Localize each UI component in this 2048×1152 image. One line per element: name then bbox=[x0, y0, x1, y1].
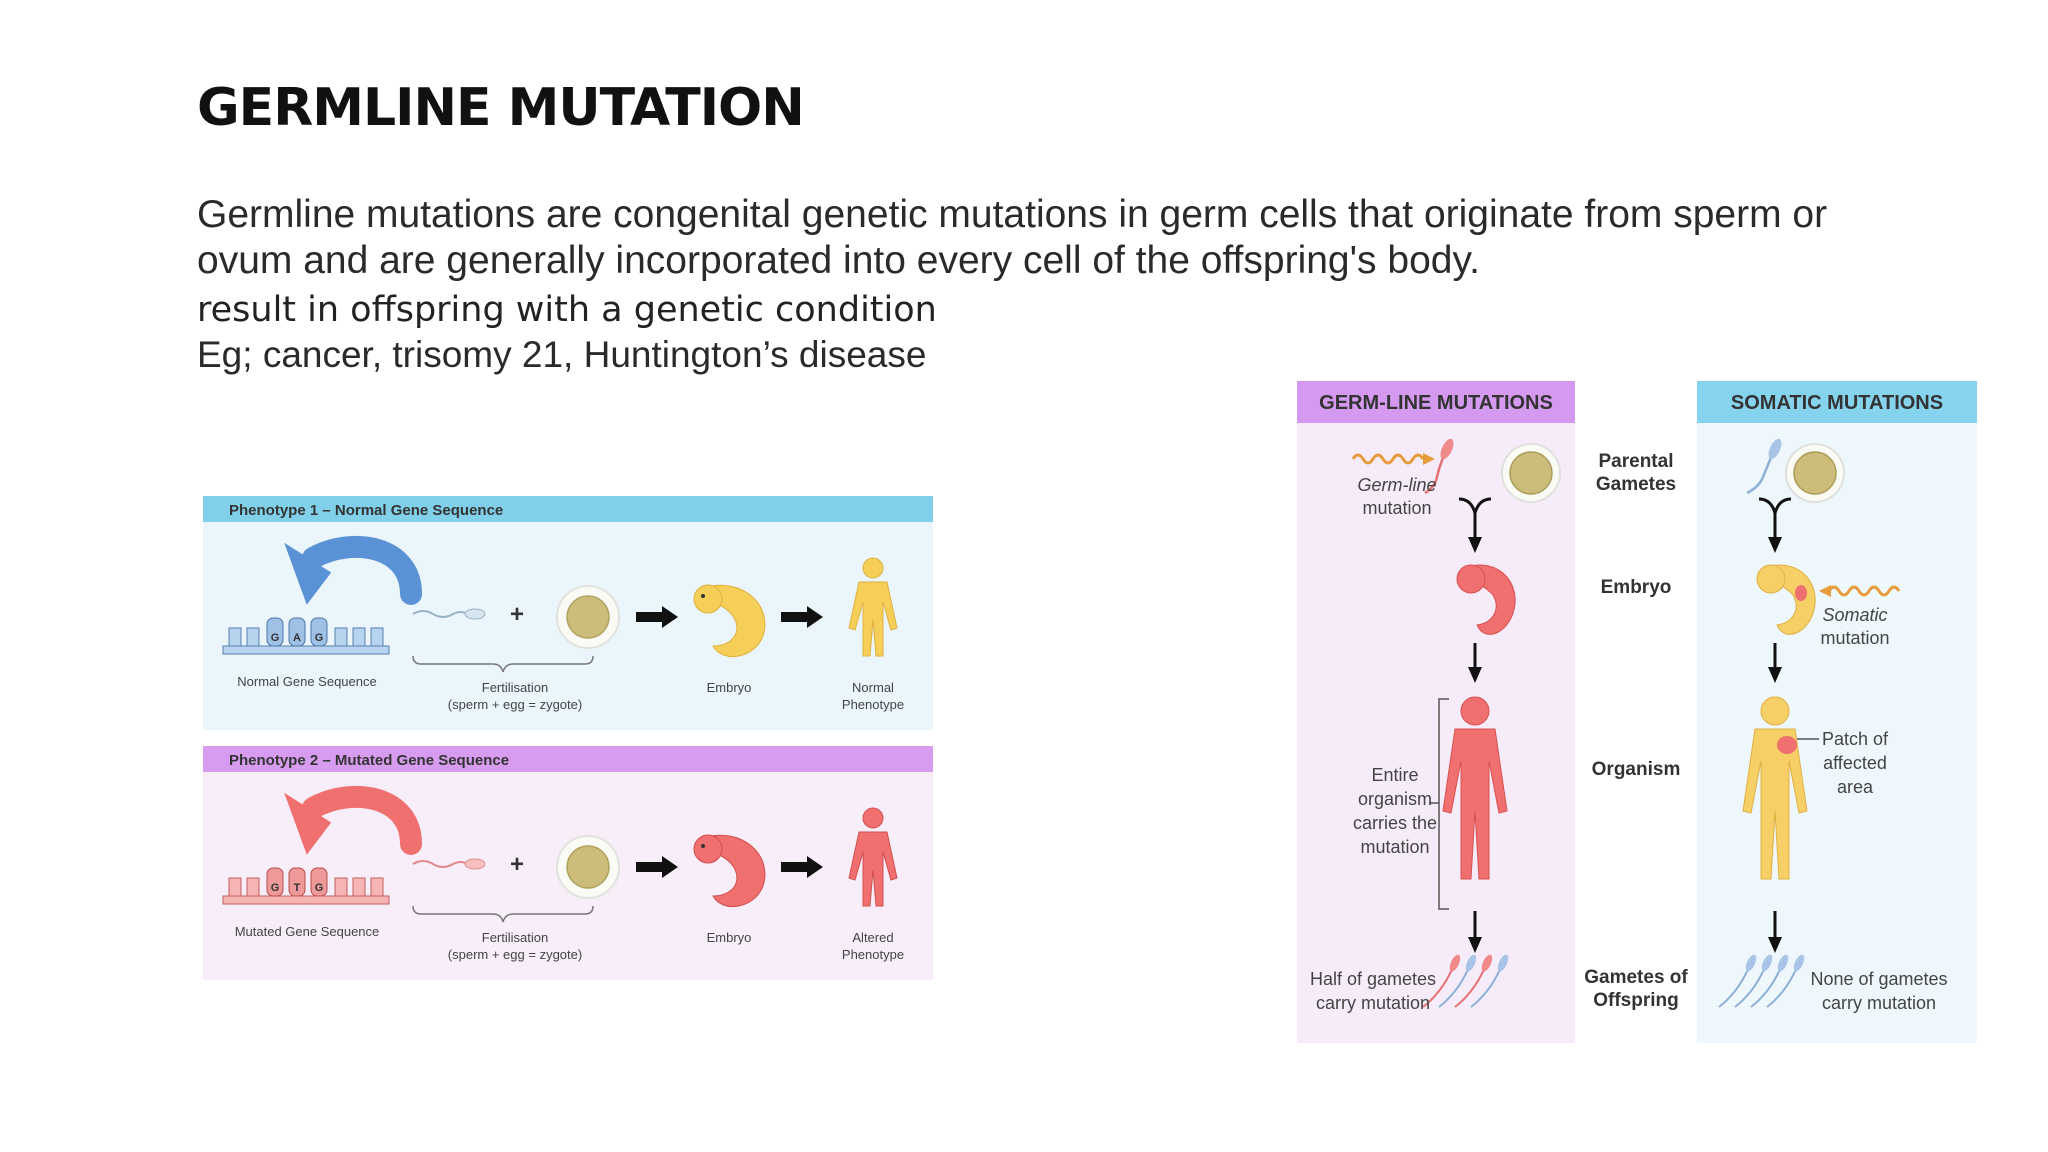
svg-text:carry mutation: carry mutation bbox=[1316, 993, 1430, 1013]
organism-red-icon bbox=[1442, 696, 1508, 880]
germline-header: GERM-LINE MUTATIONS bbox=[1319, 392, 1553, 414]
svg-text:Half of gametes: Half of gametes bbox=[1310, 969, 1436, 989]
gametes-mixed-icon bbox=[1422, 954, 1509, 1008]
affected-patch bbox=[1777, 736, 1797, 754]
svg-text:Embryo: Embryo bbox=[707, 930, 752, 945]
svg-text:G: G bbox=[271, 632, 280, 644]
svg-text:mutation: mutation bbox=[1362, 498, 1431, 518]
svg-text:+: + bbox=[510, 851, 524, 878]
embryo-red-icon bbox=[693, 834, 766, 907]
svg-text:mutation: mutation bbox=[1360, 837, 1429, 857]
panel1-header: Phenotype 1 – Normal Gene Sequence bbox=[229, 502, 503, 519]
svg-text:affected: affected bbox=[1823, 753, 1887, 773]
svg-text:Patch of: Patch of bbox=[1822, 729, 1889, 749]
svg-text:Entire: Entire bbox=[1371, 765, 1418, 785]
svg-text:carries the: carries the bbox=[1353, 813, 1437, 833]
svg-text:Offspring: Offspring bbox=[1593, 990, 1679, 1011]
curved-arrow-head bbox=[284, 542, 332, 605]
svg-text:G: G bbox=[315, 632, 324, 644]
svg-text:Normal: Normal bbox=[852, 680, 894, 695]
svg-text:Fertilisation: Fertilisation bbox=[482, 930, 548, 945]
svg-text:Altered: Altered bbox=[852, 930, 893, 945]
embryo-red-icon bbox=[1456, 564, 1516, 635]
phenotype-figure: Phenotype 1 – Normal Gene Sequence G A G… bbox=[203, 496, 933, 980]
svg-text:Phenotype: Phenotype bbox=[842, 697, 904, 712]
svg-text:+: + bbox=[510, 601, 524, 628]
svg-text:G: G bbox=[271, 882, 280, 894]
gene-sequence-mutated: G T G bbox=[222, 867, 390, 905]
svg-text:Fertilisation: Fertilisation bbox=[482, 680, 548, 695]
svg-text:organism: organism bbox=[1358, 789, 1432, 809]
somatic-column: SOMATIC MUTATIONS Somatic mutation Patch… bbox=[1697, 381, 1977, 1043]
svg-text:(sperm + egg = zygote): (sperm + egg = zygote) bbox=[448, 947, 582, 962]
stage-labels: Parental Gametes Embryo Organism Gametes… bbox=[1584, 451, 1688, 1011]
gametes-normal-icon bbox=[1718, 954, 1805, 1008]
svg-text:area: area bbox=[1837, 777, 1874, 797]
human-altered-icon bbox=[848, 807, 898, 907]
svg-text:Phenotype: Phenotype bbox=[842, 947, 904, 962]
mutation-wave-icon bbox=[1827, 585, 1901, 597]
slide-title: GERMLINE MUTATION bbox=[197, 78, 805, 138]
result-line: result in offspring with a genetic condi… bbox=[197, 290, 937, 330]
egg-cell-icon bbox=[556, 835, 620, 899]
svg-text:carry mutation: carry mutation bbox=[1822, 993, 1936, 1013]
panel2-header: Phenotype 2 – Mutated Gene Sequence bbox=[229, 752, 509, 769]
svg-text:Gametes: Gametes bbox=[1596, 474, 1676, 495]
curved-arrow-icon bbox=[302, 535, 422, 605]
svg-text:Organism: Organism bbox=[1592, 759, 1681, 780]
svg-text:A: A bbox=[293, 632, 301, 644]
egg-cell-icon bbox=[556, 585, 620, 649]
mutation-wave-icon bbox=[1351, 453, 1425, 465]
example-line: Eg; cancer, trisomy 21, Huntington’s dis… bbox=[197, 334, 927, 375]
phenotype-panel-normal: Phenotype 1 – Normal Gene Sequence G A G… bbox=[203, 496, 933, 730]
comparison-figure: GERM-LINE MUTATIONS Germ-line mutation bbox=[1297, 381, 1977, 1043]
sperm-icon bbox=[412, 860, 468, 868]
phenotype-panel-mutated: Phenotype 2 – Mutated Gene Sequence G T … bbox=[203, 746, 933, 980]
definition-paragraph: Germline mutations are congenital geneti… bbox=[197, 193, 1828, 282]
svg-text:mutation: mutation bbox=[1820, 628, 1889, 648]
organism-yellow-icon bbox=[1742, 696, 1808, 880]
svg-text:Gametes of: Gametes of bbox=[1584, 967, 1688, 988]
sperm-red-icon bbox=[1440, 438, 1454, 460]
sperm-blue-icon bbox=[1768, 438, 1782, 460]
germline-column: GERM-LINE MUTATIONS Germ-line mutation bbox=[1297, 381, 1575, 1043]
svg-text:G: G bbox=[315, 882, 324, 894]
svg-text:Somatic: Somatic bbox=[1822, 605, 1887, 625]
sperm-icon bbox=[412, 610, 468, 618]
svg-text:Normal Gene Sequence: Normal Gene Sequence bbox=[237, 674, 376, 689]
svg-text:(sperm + egg = zygote): (sperm + egg = zygote) bbox=[448, 697, 582, 712]
embryo-yellow-icon bbox=[1756, 564, 1816, 635]
svg-text:Germ-line: Germ-line bbox=[1357, 475, 1436, 495]
svg-text:Embryo: Embryo bbox=[707, 680, 752, 695]
svg-text:Parental: Parental bbox=[1599, 451, 1674, 472]
gene-sequence-normal: G A G bbox=[222, 617, 390, 655]
curved-arrow-icon bbox=[302, 785, 422, 855]
svg-text:Mutated Gene Sequence: Mutated Gene Sequence bbox=[235, 924, 380, 939]
svg-text:T: T bbox=[294, 882, 301, 894]
somatic-header: SOMATIC MUTATIONS bbox=[1731, 392, 1943, 414]
svg-text:Embryo: Embryo bbox=[1601, 577, 1672, 598]
embryo-yellow-icon bbox=[693, 584, 766, 657]
human-normal-icon bbox=[848, 557, 898, 657]
svg-text:None of gametes: None of gametes bbox=[1810, 969, 1947, 989]
